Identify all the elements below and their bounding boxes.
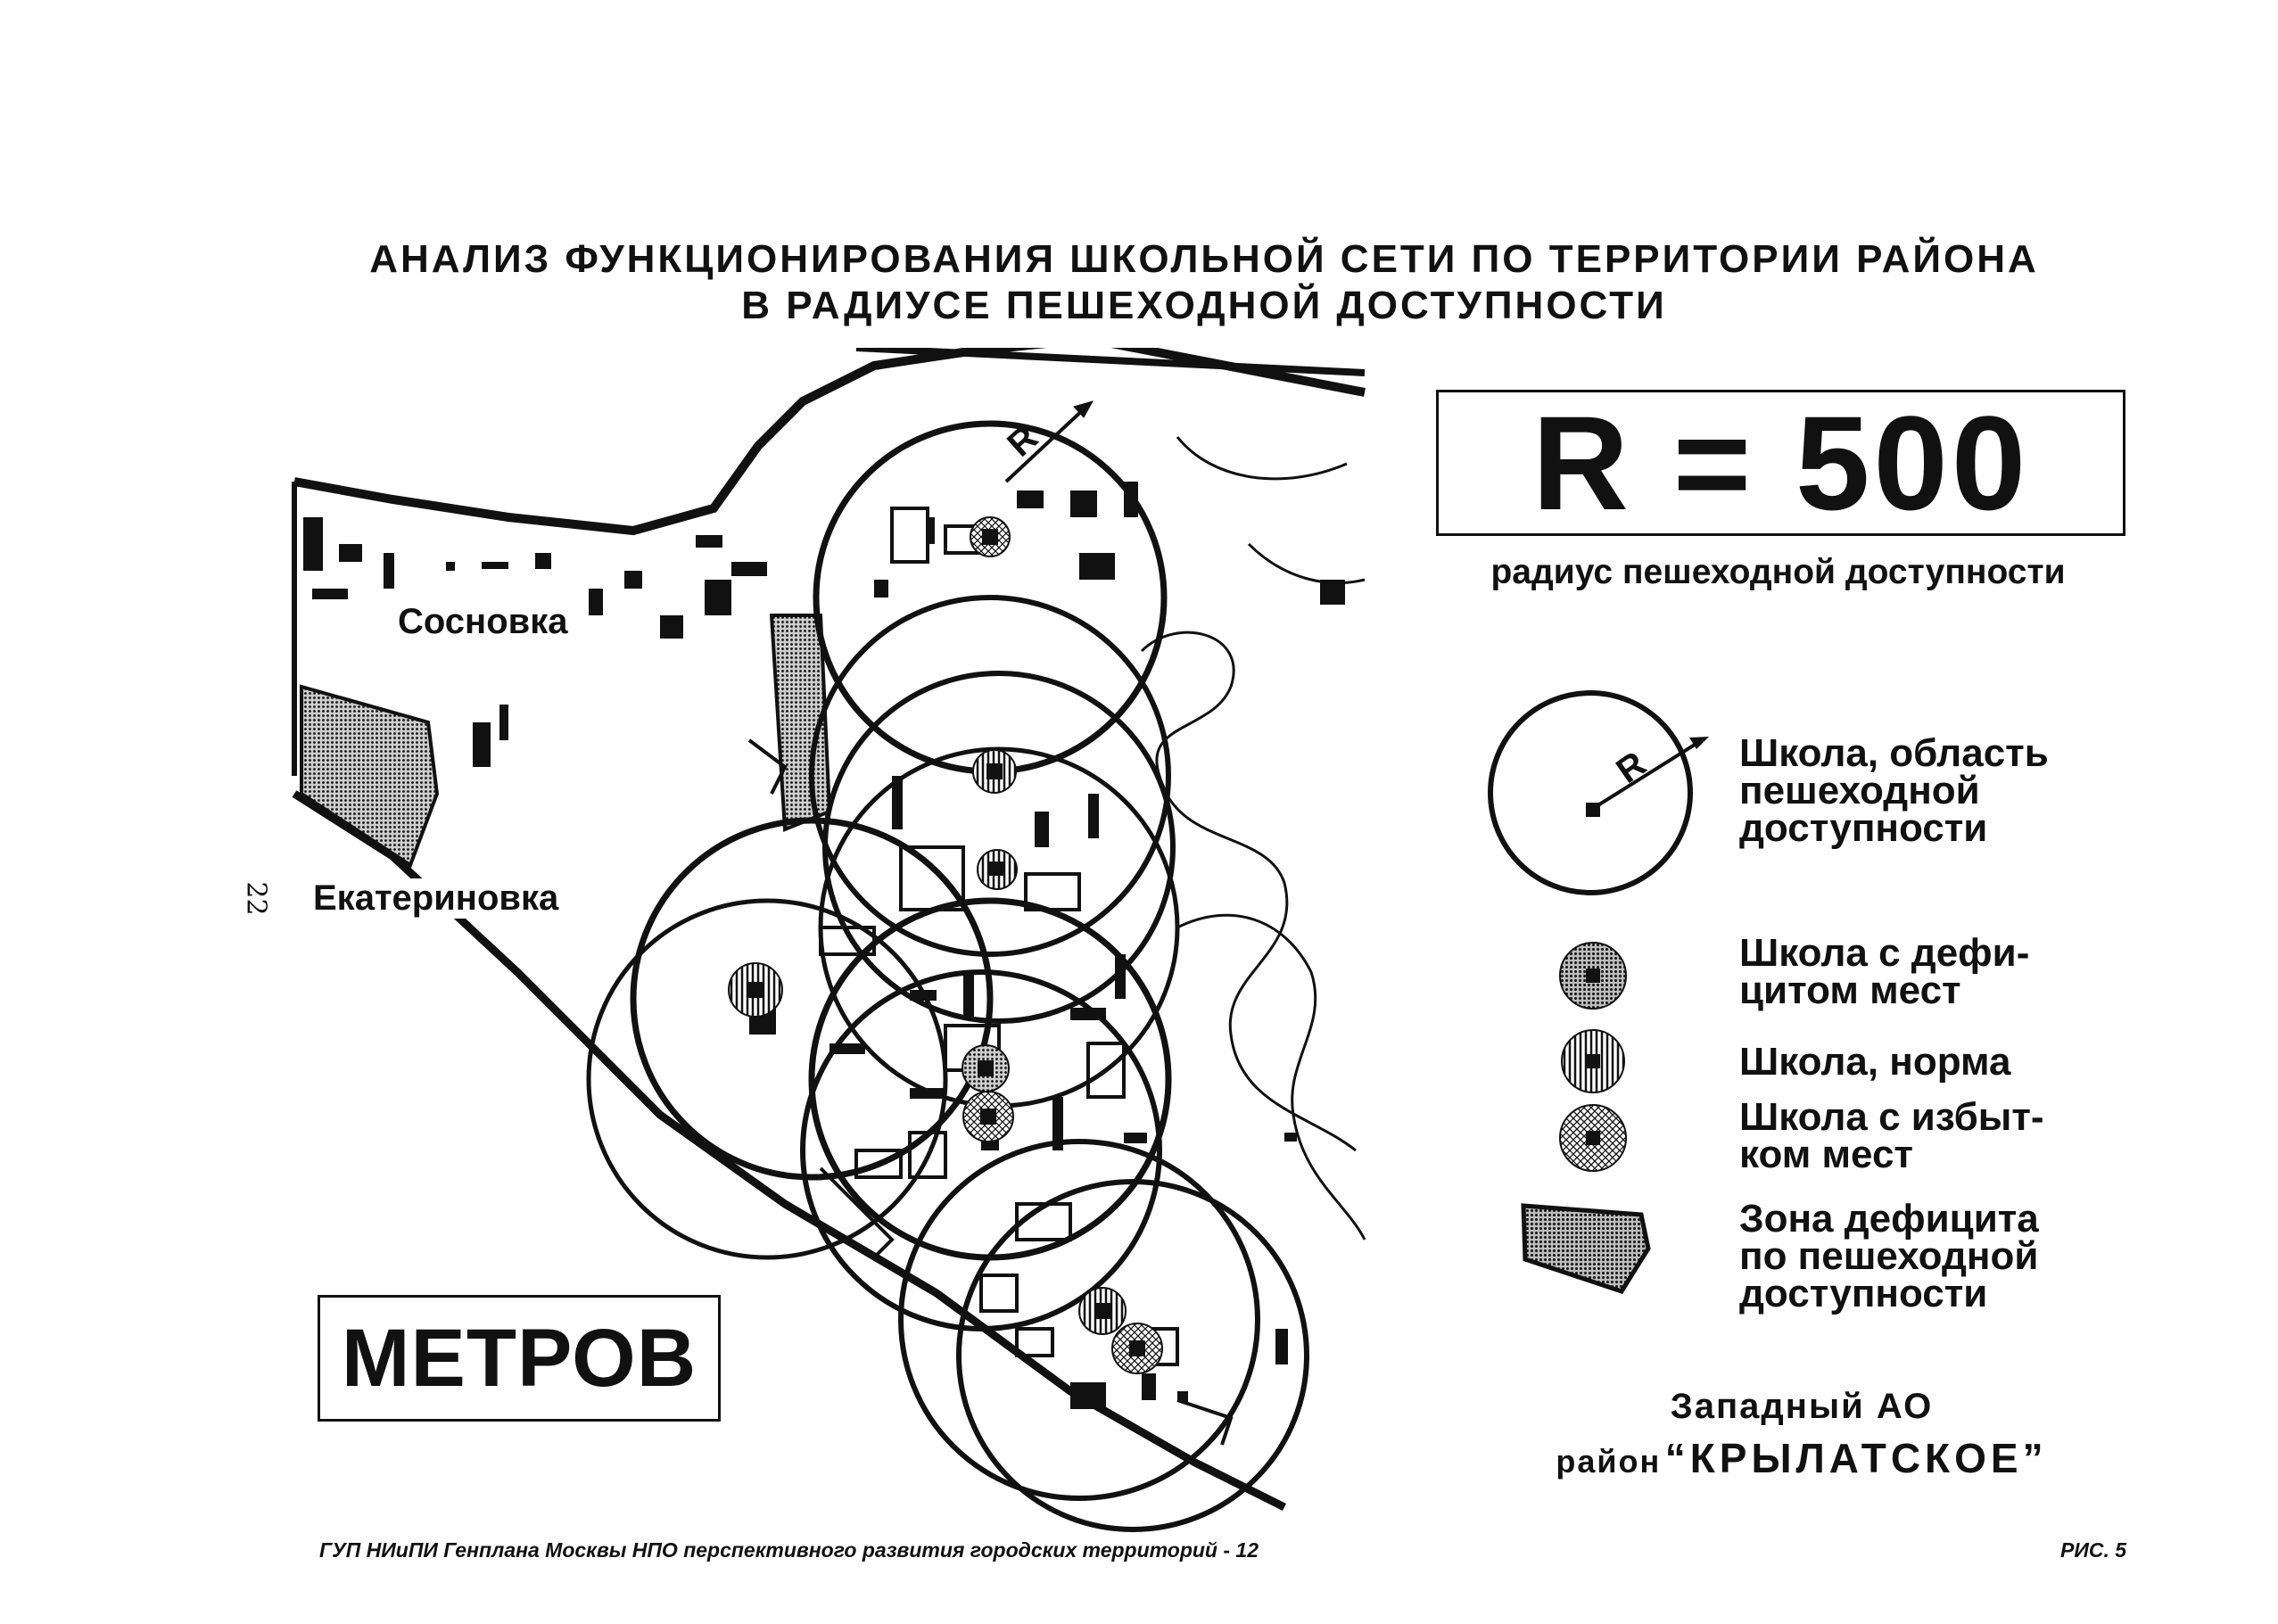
okrug-label: Западный АО (1670, 1387, 1934, 1426)
legend-line: цитом мест (1739, 969, 1961, 1012)
deficit-zones (300, 614, 832, 869)
district-name: “КРЫЛАТСКОЕ” (1664, 1435, 2048, 1481)
school-deficit-icon (1559, 942, 1627, 1010)
page-number: 22 (240, 881, 272, 916)
legend-line: Школа с избыт- (1739, 1095, 2044, 1139)
legend-line: Школа, область (1739, 731, 2049, 775)
legend-item-school-normal: Школа, норма (1739, 1040, 2011, 1084)
walking-radius-circles (586, 420, 1309, 1532)
buildings (303, 482, 1345, 1409)
footer-credit: ГУП НИиПИ Генплана Москвы НПО перспектив… (319, 1538, 1259, 1562)
legend-line: Школа с дефи- (1739, 931, 2030, 975)
district-label: район “КРЫЛАТСКОЕ” (1490, 1434, 2114, 1482)
school-area-circle-icon: R (1488, 690, 1709, 895)
place-label-ekaterinovka: Екатериновка (310, 878, 563, 919)
radius-arrow (1004, 400, 1094, 483)
legend-item-school-surplus: Школа с избыт- ком мест (1739, 1095, 2044, 1176)
figure-number: РИС. 5 (2060, 1538, 2127, 1562)
svg-text:R: R (1609, 744, 1653, 791)
district-map: R (292, 348, 1366, 1532)
legend-line: по пешеходной (1739, 1234, 2039, 1278)
legend-line: доступности (1739, 1272, 1988, 1315)
legend-line: Школа, норма (1739, 1040, 2011, 1084)
radius-value: R = 500 (1531, 388, 2030, 538)
legend-line: доступности (1739, 806, 1988, 850)
legend-item-deficit-zone: Зона дефицита по пешеходной доступности (1739, 1197, 2039, 1315)
legend-line: пешеходной (1739, 769, 1980, 812)
terrain-lines (1140, 436, 1366, 1241)
legend-item-school-deficit: Школа с дефи- цитом мест (1739, 931, 2030, 1012)
map-title-line-2: В РАДИУСЕ ПЕШЕХОДНОЙ ДОСТУПНОСТИ (741, 284, 1667, 327)
legend-line: ком мест (1739, 1133, 1913, 1176)
district-prefix: район (1556, 1443, 1662, 1480)
place-label-sosnovka: Сосновка (398, 602, 568, 641)
school-markers (728, 516, 1163, 1374)
units-label: МЕТРОВ (341, 1312, 697, 1404)
legend-item-school-area: Школа, область пешеходной доступности (1739, 731, 2049, 850)
radius-value-box: R = 500 (1436, 390, 2125, 536)
radius-caption: радиус пешеходной доступности (1490, 553, 2066, 591)
deficit-zone-icon (1521, 1203, 1651, 1294)
legend-line: Зона дефицита (1739, 1197, 2039, 1241)
map-title-line-1: АНАЛИЗ ФУНКЦИОНИРОВАНИЯ ШКОЛЬНОЙ СЕТИ ПО… (369, 237, 2039, 281)
school-normal-icon (1561, 1029, 1625, 1093)
units-box: МЕТРОВ (318, 1295, 721, 1422)
legend: R Школа, область пешеходной доступности … (1463, 678, 2141, 1338)
school-surplus-icon (1559, 1104, 1627, 1172)
